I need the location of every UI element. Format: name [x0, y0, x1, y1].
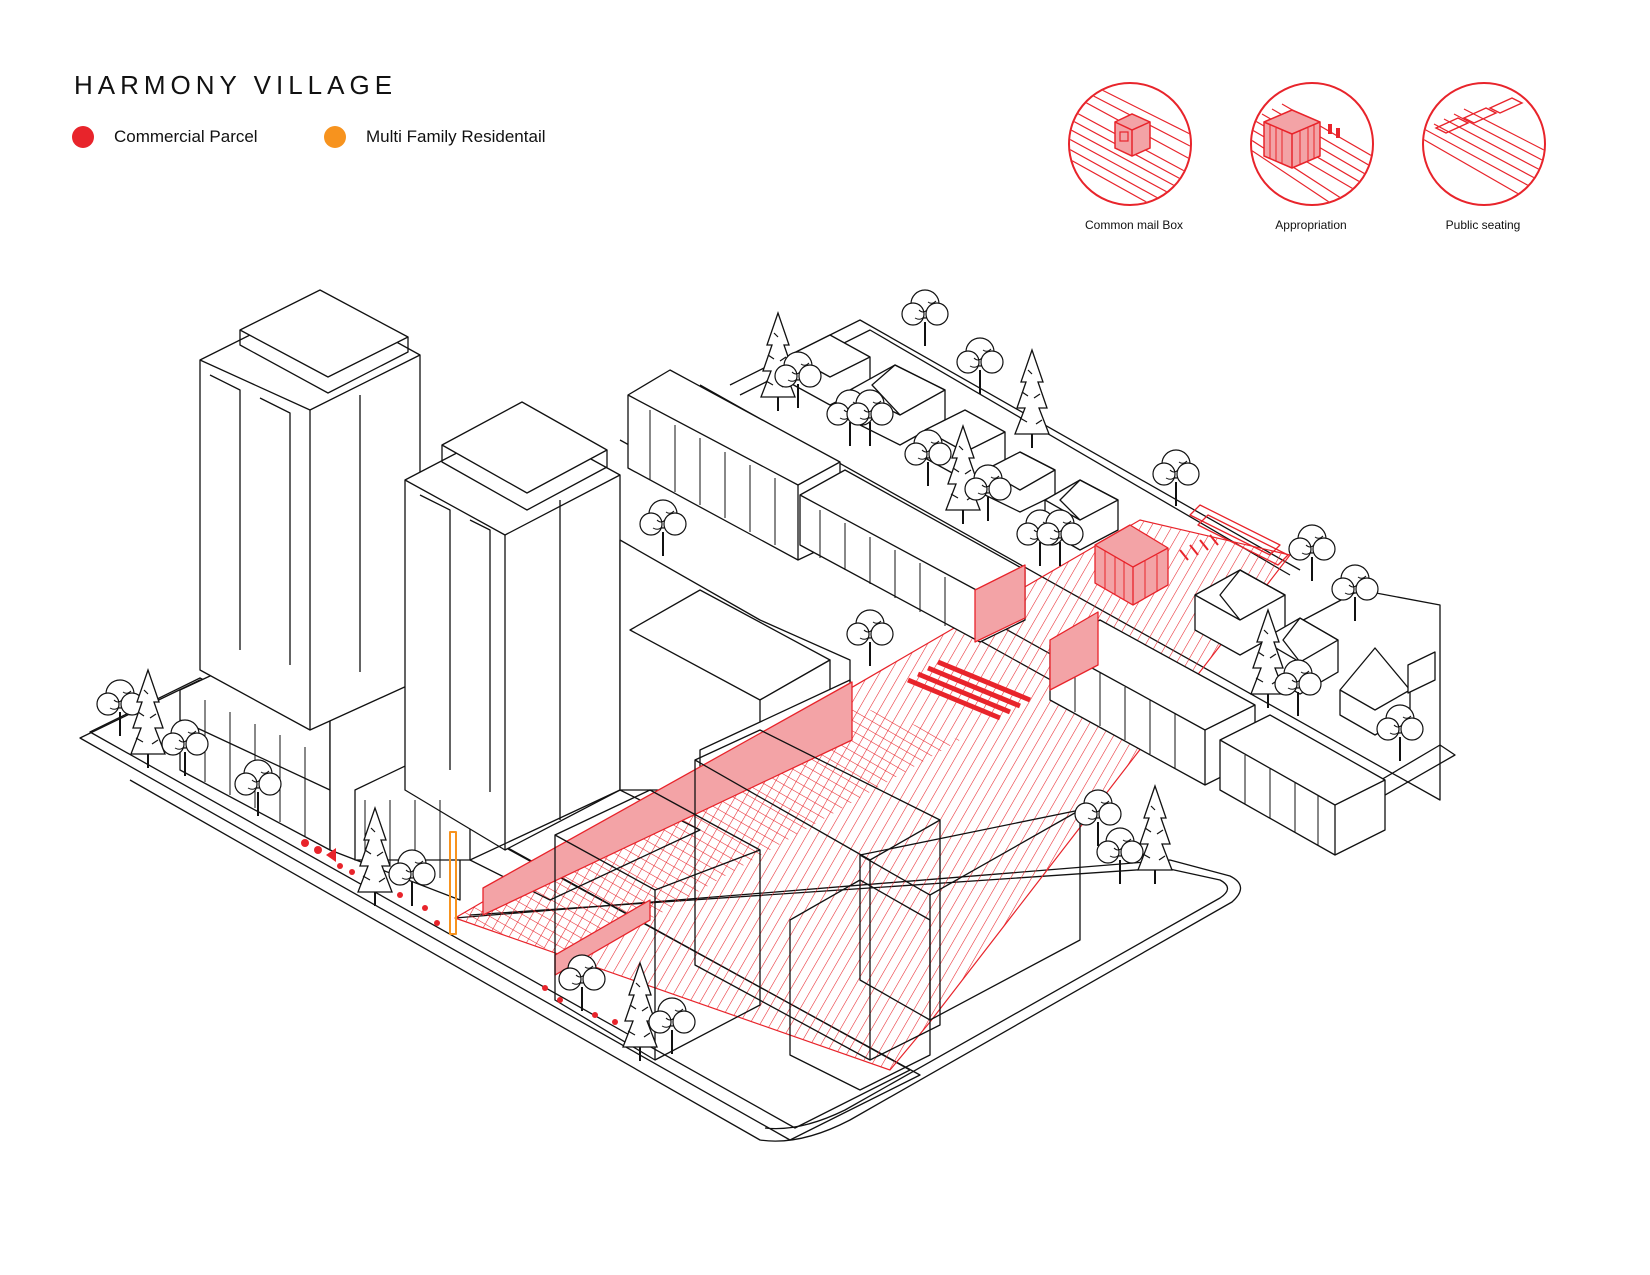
rowhouse-east-b [1220, 715, 1385, 855]
